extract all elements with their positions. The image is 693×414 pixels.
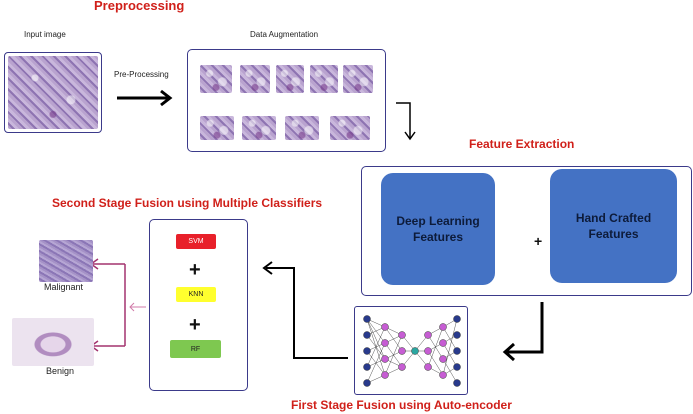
input-image-label: Input image <box>24 30 66 39</box>
autoencoder-to-classifiers-arrow <box>262 261 348 359</box>
svm-classifier: SVM <box>176 234 216 249</box>
hand-crafted-features-box: Hand Crafted Features <box>550 169 677 283</box>
aug-to-features-arrow <box>396 102 416 141</box>
aug-thumb <box>343 65 373 93</box>
second-stage-title: Second Stage Fusion using Multiple Class… <box>52 196 323 210</box>
rf-classifier: RF <box>170 340 221 358</box>
input-image-frame <box>4 52 102 133</box>
aug-thumb <box>310 65 338 93</box>
features-plus: + <box>534 233 543 249</box>
aug-thumb <box>200 116 234 140</box>
autoencoder-panel <box>354 306 468 395</box>
preprocessing-title: Preprocessing <box>94 0 185 13</box>
autoencoder-network <box>363 315 461 387</box>
classifier-plus: + <box>189 314 201 336</box>
aug-thumb <box>276 65 304 93</box>
features-to-autoencoder-arrow <box>502 302 544 362</box>
malignant-image <box>39 240 93 282</box>
benign-label: Benign <box>46 366 75 376</box>
pre-processing-label: Pre-Processing <box>114 70 169 79</box>
aug-thumb <box>200 65 232 93</box>
benign-image <box>12 318 94 366</box>
feature-extraction-title: Feature Extraction <box>469 137 575 151</box>
aug-thumb <box>242 116 276 140</box>
aug-thumb <box>285 116 319 140</box>
pre-processing-arrow <box>117 89 173 107</box>
feature-extraction-panel: Deep Learning Features + Hand Crafted Fe… <box>361 166 692 296</box>
malignant-label: Malignant <box>44 282 84 292</box>
output-arrows <box>89 258 146 352</box>
data-augmentation-panel <box>187 49 386 152</box>
classifiers-panel: SVM + KNN + RF <box>149 219 248 391</box>
data-augmentation-label: Data Augmentation <box>250 30 319 39</box>
knn-classifier: KNN <box>176 287 216 302</box>
classifier-plus: + <box>189 259 201 281</box>
input-image <box>8 56 98 129</box>
aug-thumb <box>240 65 270 93</box>
deep-learning-features-box: Deep Learning Features <box>381 173 495 285</box>
aug-thumb <box>330 116 370 140</box>
first-stage-title: First Stage Fusion using Auto-encoder <box>291 398 512 412</box>
